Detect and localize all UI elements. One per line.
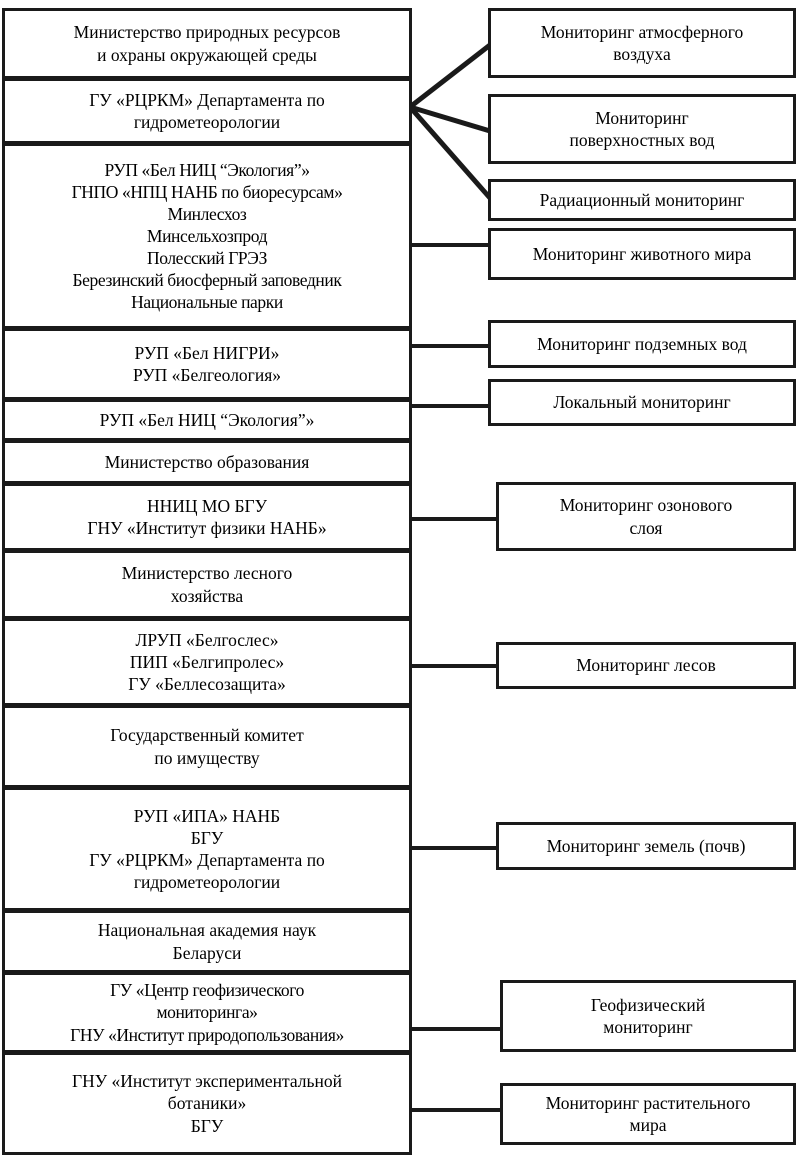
connector-geophysical bbox=[410, 1027, 502, 1031]
monitoring-box-local[interactable]: Локальный мониторинг bbox=[488, 379, 796, 426]
org-label-minpriroda: Министерство природных ресурсов и охраны… bbox=[73, 22, 341, 65]
org-box-geophysical-center-group[interactable]: ГУ «Центр геофизического мониторинга» ГН… bbox=[2, 972, 412, 1053]
monitoring-box-groundwater[interactable]: Мониторинг подземных вод bbox=[488, 320, 796, 368]
org-label-ipa-nanb-group: РУП «ИПА» НАНБ БГУ ГУ «РЦРКМ» Департамен… bbox=[89, 805, 325, 893]
org-box-belnigri-belgeologia[interactable]: РУП «Бел НИГРИ» РУП «Белгеология» bbox=[2, 328, 412, 400]
org-label-ecology-bioresources-group: РУП «Бел НИЦ “Экология”» ГНПО «НПЦ НАНБ … bbox=[71, 159, 343, 313]
monitoring-box-geophysical[interactable]: Геофизический мониторинг bbox=[500, 980, 796, 1052]
org-box-goskomimushchestvo[interactable]: Государственный комитет по имуществу bbox=[2, 705, 412, 788]
org-label-minleshoz: Министерство лесного хозяйства bbox=[121, 563, 293, 606]
org-label-minobrazovania: Министерство образования bbox=[104, 451, 310, 472]
monitoring-label-radiation: Радиационный мониторинг bbox=[539, 189, 745, 210]
monitoring-label-wildlife: Мониторинг животного мира bbox=[532, 243, 752, 264]
monitoring-box-air[interactable]: Мониторинг атмосферного воздуха bbox=[488, 8, 796, 78]
monitoring-label-land-soil: Мониторинг земель (почв) bbox=[546, 835, 746, 856]
monitoring-box-vegetation[interactable]: Мониторинг растительного мира bbox=[500, 1083, 796, 1145]
connector-land-soil bbox=[410, 846, 498, 850]
connector-groundwater bbox=[410, 344, 490, 348]
monitoring-box-surface-water[interactable]: Мониторинг поверхностных вод bbox=[488, 94, 796, 164]
connector-forests bbox=[410, 664, 498, 668]
org-box-minleshoz[interactable]: Министерство лесного хозяйства bbox=[2, 550, 412, 619]
monitoring-label-forests: Мониторинг лесов bbox=[576, 655, 716, 676]
org-label-belgosles-group: ЛРУП «Белгослес» ПИП «Белгипролес» ГУ «Б… bbox=[128, 629, 286, 695]
org-label-rcrkm-hydromet: ГУ «РЦРКМ» Департамента по гидрометеорол… bbox=[89, 89, 325, 132]
org-label-goskomimushchestvo: Государственный комитет по имуществу bbox=[110, 725, 304, 768]
org-box-belgosles-group[interactable]: ЛРУП «Белгослес» ПИП «Белгипролес» ГУ «Б… bbox=[2, 618, 412, 706]
connector-vegetation bbox=[410, 1108, 502, 1112]
monitoring-label-geophysical: Геофизический мониторинг bbox=[590, 994, 706, 1037]
monitoring-box-wildlife[interactable]: Мониторинг животного мира bbox=[488, 228, 796, 280]
monitoring-label-air: Мониторинг атмосферного воздуха bbox=[540, 21, 744, 64]
monitoring-label-groundwater: Мониторинг подземных вод bbox=[537, 333, 747, 354]
org-box-nnic-mo-bgu[interactable]: ННИЦ МО БГУ ГНУ «Институт физики НАНБ» bbox=[2, 483, 412, 551]
connector-ozone bbox=[410, 517, 498, 521]
monitoring-box-land-soil[interactable]: Мониторинг земель (почв) bbox=[496, 822, 796, 870]
monitoring-label-ozone: Мониторинг озонового слоя bbox=[559, 495, 733, 538]
org-box-experimental-botany-group[interactable]: ГНУ «Институт экспериментальной ботаники… bbox=[2, 1052, 412, 1155]
org-label-belnigri-belgeologia: РУП «Бел НИГРИ» РУП «Белгеология» bbox=[132, 342, 282, 385]
monitoring-box-forests[interactable]: Мониторинг лесов bbox=[496, 642, 796, 689]
monitoring-label-local: Локальный мониторинг bbox=[553, 392, 731, 413]
monitoring-box-ozone[interactable]: Мониторинг озонового слоя bbox=[496, 482, 796, 551]
org-box-minpriroda[interactable]: Министерство природных ресурсов и охраны… bbox=[2, 8, 412, 79]
connector-wildlife bbox=[410, 243, 490, 247]
org-label-geophysical-center-group: ГУ «Центр геофизического мониторинга» ГН… bbox=[70, 980, 344, 1045]
monitoring-label-surface-water: Мониторинг поверхностных вод bbox=[569, 107, 715, 150]
org-label-nan-belarusi: Национальная академия наук Беларуси bbox=[97, 920, 317, 963]
org-box-minobrazovania[interactable]: Министерство образования bbox=[2, 440, 412, 484]
org-box-nan-belarusi[interactable]: Национальная академия наук Беларуси bbox=[2, 910, 412, 973]
org-box-rcrkm-hydromet[interactable]: ГУ «РЦРКМ» Департамента по гидрометеорол… bbox=[2, 78, 412, 144]
org-label-experimental-botany-group: ГНУ «Институт экспериментальной ботаники… bbox=[71, 1071, 343, 1136]
monitoring-box-radiation[interactable]: Радиационный мониторинг bbox=[488, 179, 796, 221]
org-box-bel-nic-ecology[interactable]: РУП «Бел НИЦ “Экология”» bbox=[2, 399, 412, 441]
connector-local bbox=[410, 404, 490, 408]
org-box-ecology-bioresources-group[interactable]: РУП «Бел НИЦ “Экология”» ГНПО «НПЦ НАНБ … bbox=[2, 143, 412, 329]
org-label-nnic-mo-bgu: ННИЦ МО БГУ ГНУ «Институт физики НАНБ» bbox=[87, 495, 327, 538]
monitoring-label-vegetation: Мониторинг растительного мира bbox=[545, 1092, 751, 1135]
org-label-bel-nic-ecology: РУП «Бел НИЦ “Экология”» bbox=[99, 409, 315, 430]
org-box-ipa-nanb-group[interactable]: РУП «ИПА» НАНБ БГУ ГУ «РЦРКМ» Департамен… bbox=[2, 787, 412, 911]
fan-connector-rcrkm bbox=[408, 43, 492, 200]
